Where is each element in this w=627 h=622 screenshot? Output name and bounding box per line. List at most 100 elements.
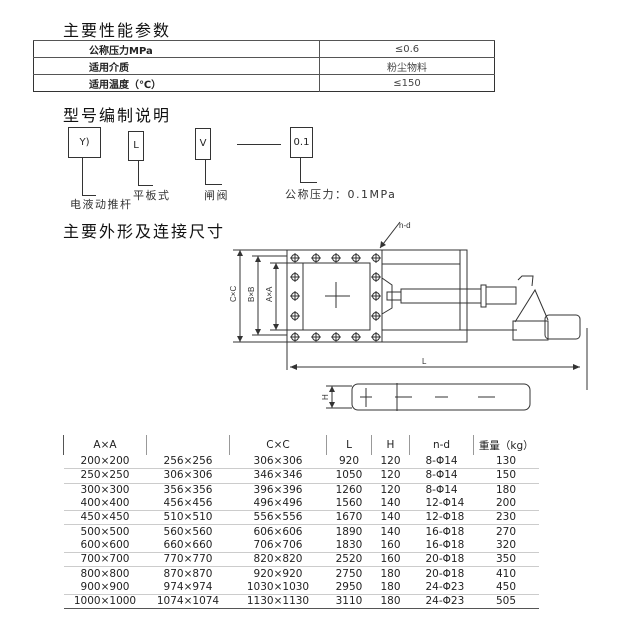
table-cell: 2950 [335, 580, 363, 593]
table-cell: 306×306 [163, 469, 213, 482]
column-header: A×A [63, 435, 147, 455]
table-cell: 1050 [335, 469, 363, 482]
table-cell: 16-Φ18 [425, 538, 465, 551]
table-cell: 160 [380, 538, 401, 551]
param-value: ≤150 [319, 74, 495, 92]
column-header: 重量（kg） [473, 435, 539, 455]
bolt-centerline [290, 253, 300, 263]
table-cell: 1670 [335, 511, 363, 524]
table-cell: 450 [495, 580, 517, 593]
side-view [351, 383, 531, 411]
table-cell: 1260 [335, 483, 363, 496]
label-type: 平板式 [133, 189, 171, 202]
table-cell: 500×500 [80, 525, 130, 538]
param-name: 适用温度（℃） [33, 74, 320, 92]
model-box-pressure: 0.1 [290, 127, 313, 158]
table-cell: 600×600 [80, 538, 130, 551]
table-cell: 120 [380, 483, 401, 496]
table-cell: 400×400 [80, 497, 130, 510]
bolt-centerline [290, 311, 300, 321]
leader-line [82, 158, 83, 195]
table-cell: 1830 [335, 538, 363, 551]
column-header: n-d [409, 435, 474, 455]
table-cell: 2750 [335, 567, 363, 580]
model-box-type: L [128, 131, 144, 161]
bolt-centerline [290, 291, 300, 301]
performance-row: 公称压力MPa≤0.6 [33, 40, 495, 58]
param-value: 粉尘物料 [319, 57, 495, 75]
table-cell: 24-Φ23 [425, 580, 465, 593]
table-cell: 306×306 [253, 455, 303, 468]
label-actuator: 电液动推杆 [70, 198, 133, 211]
param-value: ≤0.6 [319, 40, 495, 58]
table-cell: 200×200 [80, 455, 130, 468]
table-cell: 1000×1000 [73, 595, 137, 608]
bolt-centerline [371, 272, 381, 282]
table-cell: 120 [380, 469, 401, 482]
table-cell: 974×974 [163, 580, 213, 593]
leader-line [82, 195, 96, 196]
table-cell: 410 [495, 567, 517, 580]
table-cell: 770×770 [163, 553, 213, 566]
motor [544, 314, 581, 340]
leader-line [205, 184, 222, 185]
table-cell: 8-Φ14 [425, 469, 458, 482]
table-cell: 24-Φ23 [425, 595, 465, 608]
table-cell: 8-Φ14 [425, 455, 458, 468]
table-cell: 12-Φ14 [425, 497, 465, 510]
model-box-actuator: Y) [68, 127, 101, 158]
table-cell: 606×606 [253, 525, 303, 538]
bolt-centerline [290, 332, 300, 342]
table-cell: 1030×1030 [246, 580, 310, 593]
h-label: H [321, 394, 330, 400]
model-dash [237, 144, 281, 145]
leader-line [138, 161, 139, 185]
leader-line [300, 182, 317, 183]
table-cell: 270 [495, 525, 517, 538]
dimensions-heading: 主要外形及连接尺寸 [63, 222, 226, 241]
frame-outline [286, 249, 468, 343]
model-heading: 型号编制说明 [63, 106, 172, 125]
table-cell: 140 [380, 511, 401, 524]
leader-line [138, 185, 153, 186]
table-cell: 350 [495, 553, 517, 566]
table-cell: 150 [495, 469, 517, 482]
table-cell: 870×870 [163, 567, 213, 580]
table-cell: 230 [495, 511, 517, 524]
label-pressure: 公称压力：0.1MPa [285, 188, 397, 201]
table-cell: 505 [495, 595, 517, 608]
bolt-centerline [351, 332, 361, 342]
table-cell: 920×920 [253, 567, 303, 580]
table-cell: 556×556 [253, 511, 303, 524]
table-cell: 180 [380, 567, 401, 580]
table-cell: 180 [380, 580, 401, 593]
nd-label: n-d [399, 221, 411, 230]
table-cell: 8-Φ14 [425, 483, 458, 496]
column-header [146, 435, 230, 455]
column-header: H [371, 435, 410, 455]
table-cell: 700×700 [80, 553, 130, 566]
bolt-centerline [331, 332, 341, 342]
table-cell: 1560 [335, 497, 363, 510]
table-cell: 800×800 [80, 567, 130, 580]
table-cell: 120 [380, 455, 401, 468]
table-cell: 130 [495, 455, 517, 468]
bb-label: B×B [247, 287, 256, 302]
table-cell: 20-Φ18 [425, 553, 465, 566]
leader-line [300, 158, 301, 182]
table-cell: 450×450 [80, 511, 130, 524]
table-cell: 1890 [335, 525, 363, 538]
bolt-centerline [290, 272, 300, 282]
table-cell: 346×346 [253, 469, 303, 482]
performance-row: 适用温度（℃）≤150 [33, 74, 495, 92]
table-cell: 560×560 [163, 525, 213, 538]
table-cell: 2520 [335, 553, 363, 566]
bolt-centerline [331, 253, 341, 263]
